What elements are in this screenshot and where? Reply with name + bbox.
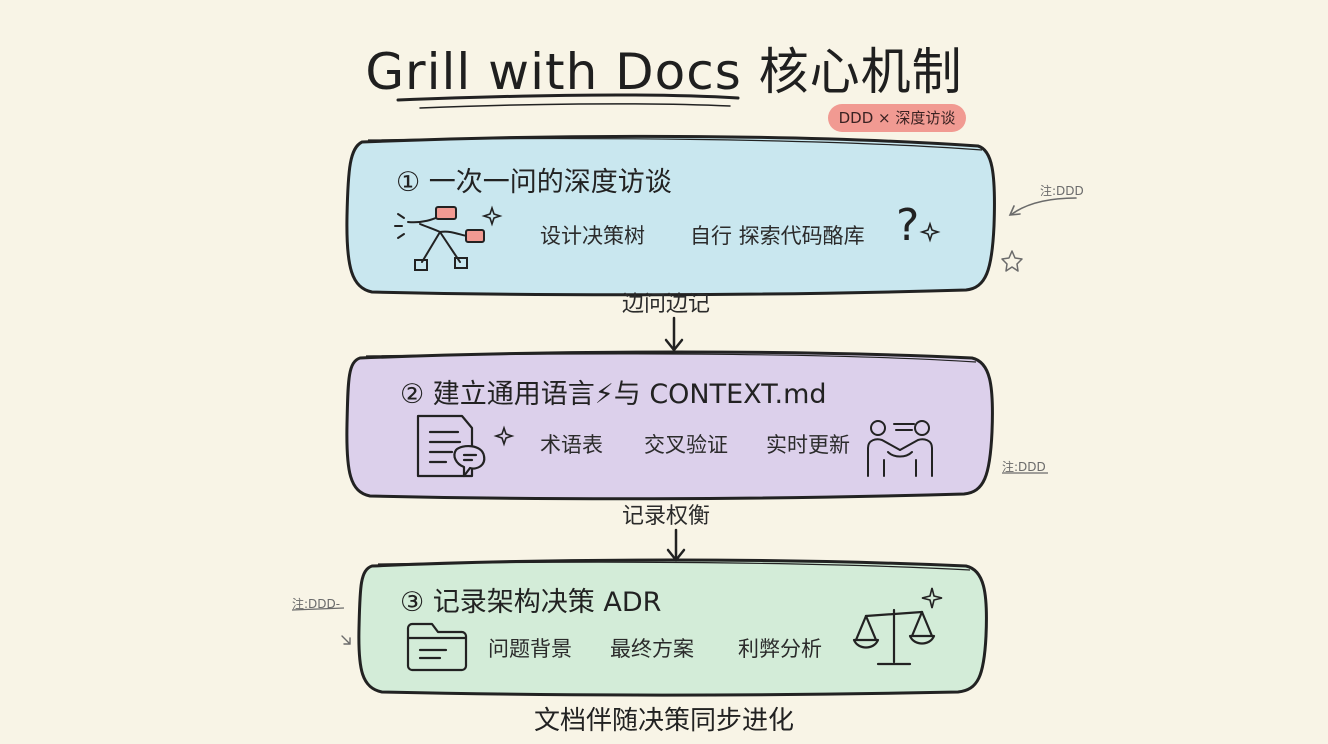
- step-2-item-1: 术语表: [540, 433, 603, 457]
- footer-caption: 文档伴随决策同步进化: [533, 706, 794, 736]
- balance-scale-icon: [852, 608, 936, 666]
- star-icon: [1001, 250, 1023, 272]
- arrow-1: [664, 316, 684, 353]
- connector-label-1: 边问边记: [622, 292, 711, 317]
- folder-icon: [406, 622, 468, 672]
- left-note-arrow: [341, 635, 351, 645]
- note-left: 注:DDD-: [292, 597, 341, 611]
- step-3-box: [357, 558, 988, 697]
- sparkle-icon: [921, 587, 943, 609]
- step-2-title: ② 建立通用语言⚡与 CONTEXT.md: [400, 379, 827, 410]
- page-title: Grill with Docs 核心机制: [365, 43, 963, 101]
- title-underline-second: [419, 103, 731, 109]
- sparkle-icon: [481, 205, 503, 227]
- document-chat-icon: [416, 414, 486, 478]
- arrow-2: [666, 528, 686, 563]
- step-3-title: ③ 记录架构决策 ADR: [400, 587, 662, 618]
- step-3-item-1: 问题背景: [488, 637, 572, 661]
- step-1-box: [345, 134, 996, 297]
- step-2-box: [345, 350, 994, 501]
- sparkle-icon: [919, 221, 941, 243]
- step-1-item-1: 设计决策树: [540, 224, 645, 248]
- tag-badge: DDD × 深度访谈: [828, 104, 966, 132]
- step-3-item-2: 最终方案: [610, 637, 694, 661]
- question-mark-icon: ?: [896, 200, 919, 251]
- step-3-item-3: 利弊分析: [738, 637, 822, 661]
- right-note-arrow: [1008, 197, 1077, 216]
- title-underline: [396, 93, 740, 102]
- handshake-icon: [867, 420, 933, 477]
- note-underline: [291, 607, 345, 611]
- decision-tree-icon: [394, 206, 485, 271]
- step-1-box-sketch: [367, 137, 983, 151]
- step-1-item-2: 自行 探索代码酪库: [690, 224, 865, 248]
- note-right-mid: 注:DDD: [1002, 460, 1046, 474]
- step-2-item-2: 交叉验证: [644, 433, 728, 457]
- step-1-title: ① 一次一问的深度访谈: [396, 167, 672, 198]
- note-right-top: 注:DDD: [1040, 184, 1084, 198]
- step-2-item-3: 实时更新: [766, 433, 850, 457]
- step-3-box-sketch: [377, 561, 971, 571]
- connector-label-2: 记录权衡: [622, 504, 711, 529]
- sparkle-icon: [493, 425, 515, 447]
- step-2-box-sketch: [365, 353, 977, 363]
